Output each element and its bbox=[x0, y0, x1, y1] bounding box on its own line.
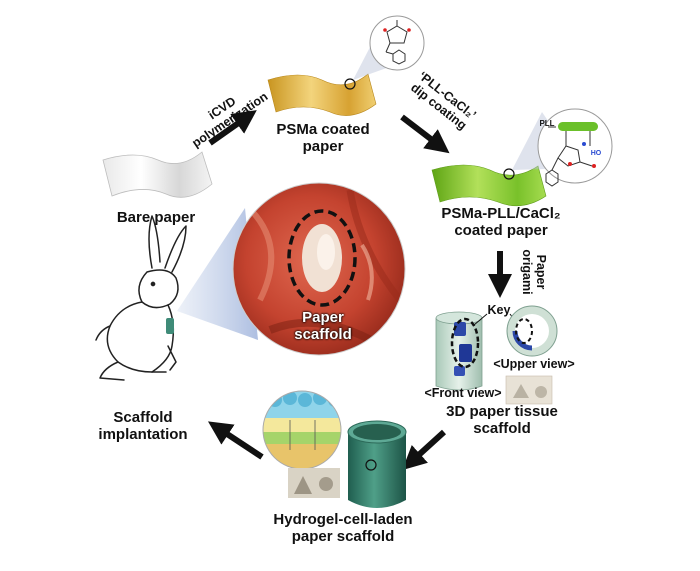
pll-chem-label: PLL bbox=[537, 119, 557, 129]
psma-zoom-spot bbox=[344, 78, 356, 90]
implant-tissue-border bbox=[232, 182, 406, 356]
cylinder-zoom-spot bbox=[365, 459, 377, 471]
ho-chem-text: HO bbox=[590, 150, 602, 157]
arrow-implantation bbox=[207, 421, 264, 460]
pll-chem-text: PLL bbox=[539, 119, 555, 128]
tissue-scaffold-front-view bbox=[435, 311, 483, 391]
pll-oxygen-atom bbox=[592, 164, 596, 168]
hydrogel-cylinder bbox=[347, 420, 407, 508]
bare-paper-sheet bbox=[102, 151, 213, 198]
front-view-label: <Front view> bbox=[416, 386, 510, 400]
tissue-scaffold-line1: 3D paper tissue bbox=[446, 403, 558, 420]
pll-molecule-structure bbox=[545, 126, 593, 187]
key-pointer bbox=[473, 313, 488, 326]
arrow-hydrogel bbox=[402, 429, 447, 471]
pll-zoom-spot bbox=[503, 168, 515, 180]
tissue-scaffold-line2: scaffold bbox=[473, 419, 531, 437]
hydrogel-label: Hydrogel-cell-laden paper scaffold bbox=[258, 511, 428, 546]
psma-label: PSMa coated paper bbox=[264, 121, 382, 156]
pll-chain-highlight bbox=[558, 122, 598, 131]
key-text: Key bbox=[487, 303, 511, 317]
psma-line1: PSMa coated bbox=[276, 121, 370, 138]
tissue-scaffold-upper-view bbox=[506, 305, 558, 357]
paper-scaffold-label: Paper scaffold bbox=[286, 309, 360, 344]
origami-line2: origami bbox=[520, 249, 534, 295]
psma-molecule-structure bbox=[385, 20, 408, 65]
hydrogel-line2: paper scaffold bbox=[291, 527, 395, 545]
paper-scaffold-highlight bbox=[287, 209, 357, 307]
shape-pyramid bbox=[513, 384, 529, 398]
origami-label: Paper origami bbox=[520, 244, 548, 300]
paper-scaffold-line2: scaffold bbox=[294, 325, 352, 343]
arrow-icvd bbox=[208, 110, 257, 146]
tissue-scaffold-label: 3D paper tissue scaffold bbox=[432, 403, 572, 438]
hydrogel-cell-inset bbox=[263, 391, 341, 469]
pll-oxygen-atom bbox=[568, 162, 572, 166]
ho-chem-label: HO bbox=[588, 150, 604, 158]
rabbit-implant-marker bbox=[166, 318, 174, 334]
psma-line2: paper bbox=[302, 137, 344, 155]
shape-dome bbox=[535, 386, 547, 398]
implantation-label: Scaffold implantation bbox=[88, 409, 198, 444]
bare-paper-label: Bare paper bbox=[96, 209, 216, 227]
key-highlight-ring bbox=[450, 317, 480, 369]
pll-amine-atom bbox=[582, 142, 586, 146]
arrow-dip-coating bbox=[400, 114, 450, 154]
origami-line1: Paper bbox=[534, 254, 548, 290]
upper-view-label: <Upper view> bbox=[487, 357, 581, 371]
psma-pll-label: PSMa-PLL/CaCl₂ coated paper bbox=[426, 205, 576, 240]
psma-paper-sheet bbox=[267, 73, 377, 116]
rabbit-illustration bbox=[95, 215, 187, 381]
hydrogel-line1: Hydrogel-cell-laden bbox=[273, 511, 413, 528]
front-view-text: <Front view> bbox=[424, 386, 502, 400]
psma-oxygen-atom bbox=[407, 28, 411, 32]
psma-pll-line1: PSMa-PLL/CaCl₂ bbox=[441, 205, 561, 222]
hydrogel-shape-pyramid bbox=[294, 476, 312, 494]
psma-oxygen-atom bbox=[383, 28, 387, 32]
upper-view-text: <Upper view> bbox=[493, 357, 575, 371]
implantation-line1: Scaffold bbox=[113, 409, 173, 426]
paper-scaffold-line1: Paper bbox=[302, 309, 344, 326]
key-label: Key bbox=[482, 303, 516, 317]
hydrogel-shape-dome bbox=[319, 477, 333, 491]
bare-paper-text: Bare paper bbox=[116, 209, 196, 226]
implantation-line2: implantation bbox=[98, 425, 188, 443]
psma-pll-line2: coated paper bbox=[454, 221, 548, 239]
pll-paper-sheet bbox=[431, 164, 547, 207]
